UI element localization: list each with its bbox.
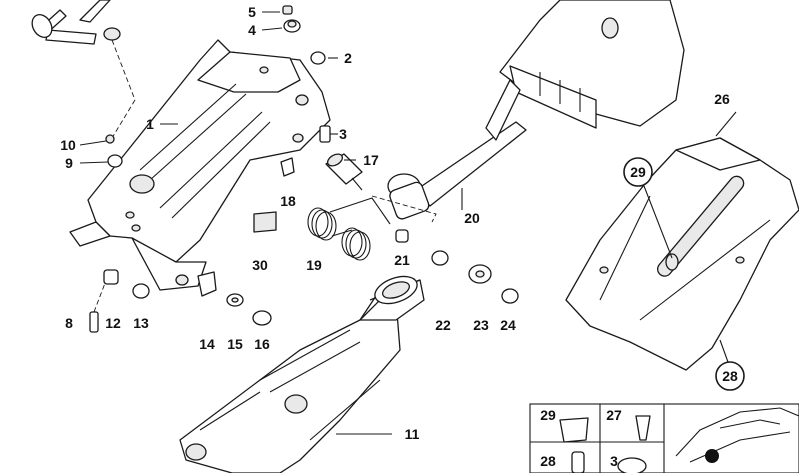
callout-22: 22 — [435, 317, 451, 333]
callout-13: 13 — [133, 315, 149, 331]
callout-29: 29 — [630, 164, 646, 180]
callout-26: 26 — [714, 91, 730, 107]
inset-label-28: 28 — [540, 453, 556, 469]
lower-trim-cover — [565, 137, 799, 371]
inset-table — [529, 403, 799, 473]
adjustment-lever — [371, 121, 527, 223]
callout-10: 10 — [60, 137, 76, 153]
callout-circle-28 — [715, 361, 745, 391]
callout-28: 28 — [722, 368, 738, 384]
spring — [307, 197, 391, 261]
callout-1: 1 — [146, 116, 154, 132]
location-marker-icon — [705, 449, 719, 463]
callout-3: 3 — [339, 126, 347, 142]
inset-label-29: 29 — [540, 407, 556, 423]
callout-24: 24 — [500, 317, 516, 333]
fasteners — [89, 5, 519, 333]
steering-column-bracket — [69, 39, 331, 291]
callout-9: 9 — [65, 155, 73, 171]
inset-label-3: 3 — [610, 453, 618, 469]
callout-8: 8 — [65, 315, 73, 331]
callout-11: 11 — [405, 426, 420, 442]
callout-23: 23 — [473, 317, 489, 333]
callout-4: 4 — [248, 22, 256, 38]
callout-circle-29 — [623, 157, 653, 187]
callout-19: 19 — [306, 257, 322, 273]
leader-lines — [79, 11, 737, 435]
shaft-fragment — [31, 0, 136, 139]
callout-12: 12 — [105, 315, 121, 331]
inset-labels: 29 27 28 3 — [540, 407, 622, 469]
callout-16: 16 — [254, 336, 270, 352]
callout-5: 5 — [248, 4, 256, 20]
callout-18: 18 — [280, 193, 296, 209]
callout-20: 20 — [464, 210, 480, 226]
upper-trim-cover — [485, 0, 685, 141]
callout-30: 30 — [252, 257, 268, 273]
callout-2: 2 — [344, 50, 352, 66]
callout-labels: 1 2 3 4 5 8 9 10 11 12 13 14 15 16 17 18… — [60, 4, 738, 442]
callout-14: 14 — [199, 336, 215, 352]
callout-17: 17 — [363, 152, 379, 168]
callout-21: 21 — [394, 252, 410, 268]
lower-column-tube — [179, 275, 425, 473]
damper — [325, 153, 363, 191]
callout-15: 15 — [227, 336, 243, 352]
inset-label-27: 27 — [606, 407, 622, 423]
